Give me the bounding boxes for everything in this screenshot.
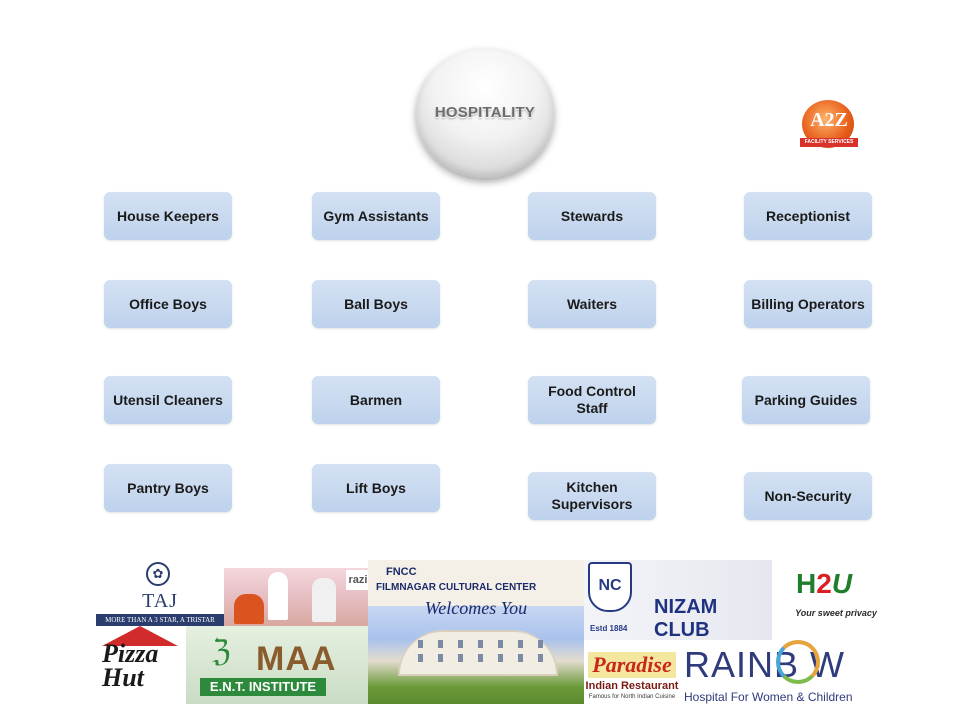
role-food-control-staff: Food Control Staff [528, 376, 656, 424]
staff-person-icon [312, 578, 336, 622]
nizam-estd: Estd 1884 [590, 624, 628, 633]
rainbow-subtitle: Hospital For Women & Children [684, 690, 853, 704]
razi-logo: razi [346, 570, 370, 590]
role-billing-operators: Billing Operators [744, 280, 872, 328]
h2u-two: 2 [816, 568, 832, 599]
taj-emblem-icon: ✿ [146, 562, 170, 586]
h2u-wordmark: H2U [796, 568, 852, 600]
pizza-hut-name: Pizza Hut [102, 639, 159, 692]
fncc-logo: FNCC FILMNAGAR CULTURAL CENTER Welcomes … [368, 560, 584, 704]
paradise-name: Paradise [588, 652, 676, 678]
nizam-name: NIZAM CLUB [654, 596, 718, 640]
ear-icon: ℨ [212, 635, 231, 668]
building-icon [398, 630, 558, 676]
role-ball-boys: Ball Boys [312, 280, 440, 328]
rainbow-hospital-logo: RAINB W Hospital For Women & Children [680, 640, 870, 710]
role-lift-boys: Lift Boys [312, 464, 440, 512]
hospitality-hub: HOSPITALITY [416, 48, 554, 178]
role-gym-assistants: Gym Assistants [312, 192, 440, 240]
paradise-tagline: Famous for North Indian Cuisine [588, 694, 676, 700]
role-utensil-cleaners: Utensil Cleaners [104, 376, 232, 424]
paradise-logo: Paradise Indian Restaurant Famous for No… [584, 648, 680, 708]
h2u-h: H [796, 568, 817, 599]
role-house-keepers: House Keepers [104, 192, 232, 240]
a2z-logo: A2Z FACILITY SERVICES [800, 100, 858, 152]
a2z-logo-band: FACILITY SERVICES [800, 138, 858, 147]
roof-icon [102, 626, 178, 646]
role-non-security: Non-Security [744, 472, 872, 520]
fncc-greeting: Welcomes You [424, 598, 528, 618]
hub-title: HOSPITALITY [434, 104, 536, 121]
h2u-u: U [831, 568, 853, 599]
staff-photo: razi [224, 568, 370, 626]
fncc-name: FILMNAGAR CULTURAL CENTER [376, 582, 537, 593]
maa-name: MAA [256, 640, 337, 678]
staff-person-icon [268, 572, 288, 620]
nizam-crest-icon: NC [588, 562, 632, 612]
taj-tagline: MORE THAN A 3 STAR, A TRISTAR [96, 614, 224, 626]
h2u-logo: H2U Your sweet privacy [788, 566, 884, 634]
rainbow-ring-icon [776, 640, 820, 684]
staff-person-icon [234, 594, 264, 624]
role-receptionist: Receptionist [744, 192, 872, 240]
role-stewards: Stewards [528, 192, 656, 240]
role-barmen: Barmen [312, 376, 440, 424]
nizam-club-logo: NC Estd 1884 NIZAM CLUB [584, 560, 772, 640]
pizza-hut-logo: Pizza Hut [96, 626, 186, 710]
maa-ent-logo: ℨ MAA E.N.T. INSTITUTE [184, 626, 368, 704]
taj-tristar-logo: ✿ TAJ TRISTAR MORE THAN A 3 STAR, A TRIS… [96, 560, 224, 626]
fncc-abbr: FNCC [386, 566, 417, 578]
role-office-boys: Office Boys [104, 280, 232, 328]
role-waiters: Waiters [528, 280, 656, 328]
maa-subtitle: E.N.T. INSTITUTE [200, 678, 326, 696]
paradise-subtitle: Indian Restaurant [585, 680, 679, 692]
a2z-logo-text: A2Z [810, 109, 848, 131]
role-kitchen-supervisors: Kitchen Supervisors [528, 472, 656, 520]
rainbow-name: RAINB W [684, 644, 846, 685]
role-parking-guides: Parking Guides [742, 376, 870, 424]
role-pantry-boys: Pantry Boys [104, 464, 232, 512]
h2u-tagline: Your sweet privacy [795, 608, 877, 618]
